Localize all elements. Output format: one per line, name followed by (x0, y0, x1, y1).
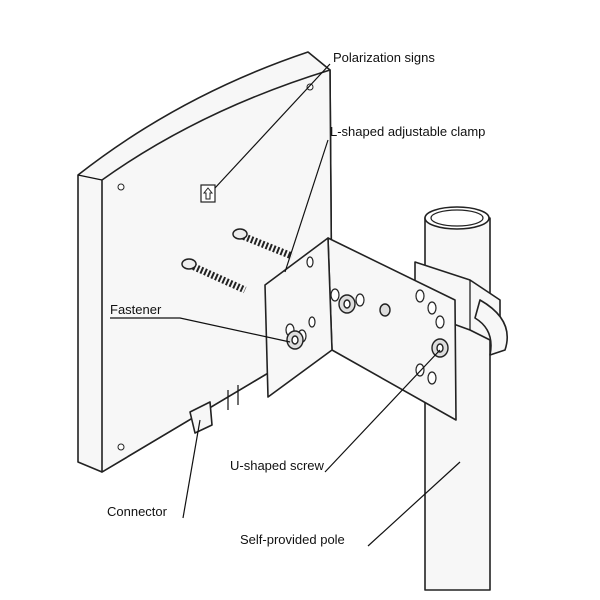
label-fastener: Fastener (110, 302, 162, 317)
label-polarization-signs: Polarization signs (333, 50, 435, 65)
label-connector: Connector (107, 504, 167, 519)
label-u-shaped-screw: U-shaped screw (230, 458, 324, 473)
antenna-panel (77, 51, 333, 473)
mounting-bolts (181, 228, 294, 294)
u-shaped-screw-bracket (414, 261, 509, 356)
label-self-provided-pole: Self-provided pole (240, 532, 345, 547)
label-l-shaped-clamp: L-shaped adjustable clamp (330, 124, 486, 139)
l-shaped-clamp (264, 237, 457, 421)
polarization-sign-icon (200, 184, 216, 203)
leader-lines (110, 63, 461, 547)
fastener (286, 294, 449, 358)
